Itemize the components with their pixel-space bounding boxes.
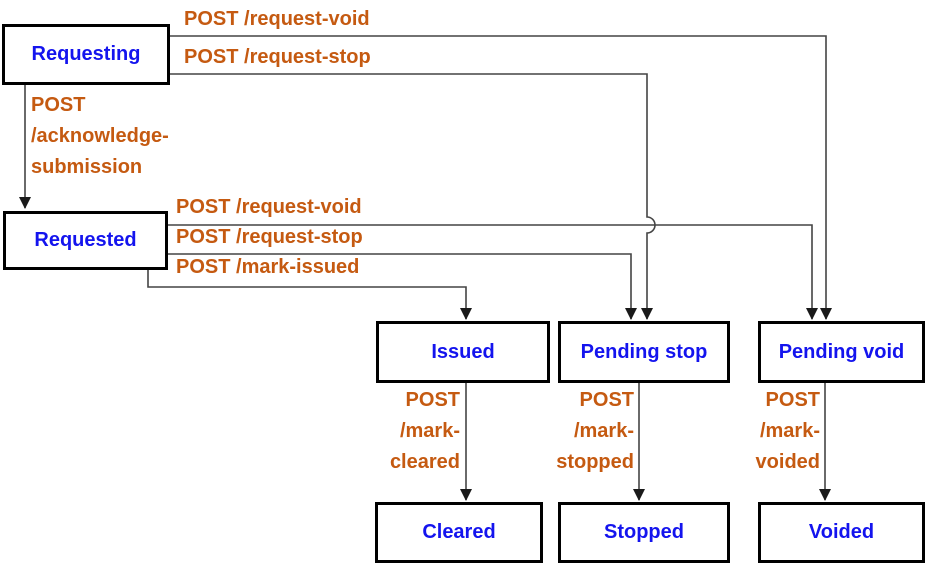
connector-requested-to-issued bbox=[147, 270, 472, 320]
state-label-cleared: Cleared bbox=[422, 521, 496, 543]
transition-label-mark-cleared: POST /mark- cleared bbox=[389, 389, 460, 473]
state-box-stopped: Stopped bbox=[558, 502, 730, 563]
state-label-pending-void: Pending void bbox=[778, 340, 905, 363]
state-label-pending-stop: Pending stop bbox=[580, 340, 708, 363]
state-box-pending-stop: Pending stop bbox=[558, 321, 730, 383]
state-label-requested: Requested bbox=[34, 229, 137, 251]
state-label-issued: Issued bbox=[431, 340, 495, 363]
state-box-cleared: Cleared bbox=[375, 502, 543, 563]
state-box-issued: Issued bbox=[376, 321, 550, 383]
connector-requesting-to-pending-stop bbox=[170, 73, 656, 320]
transition-label-mark-stopped: POST /mark- stopped bbox=[556, 389, 634, 473]
state-box-pending-void: Pending void bbox=[758, 321, 925, 383]
transition-label-mark-issued: POST /mark-issued bbox=[176, 256, 360, 278]
state-label-stopped: Stopped bbox=[604, 521, 684, 543]
transition-label-requested-request-void: POST /request-void bbox=[176, 196, 362, 218]
state-label-voided: Voided bbox=[808, 521, 875, 543]
connector-requesting-to-pending-void bbox=[170, 35, 832, 320]
state-label-requesting: Requesting bbox=[31, 43, 141, 65]
connector-requested-to-pending-void bbox=[168, 224, 818, 320]
state-box-requested: Requested bbox=[3, 211, 168, 270]
transition-label-requesting-request-void: POST /request-void bbox=[184, 8, 370, 30]
transition-label-mark-voided: POST /mark- voided bbox=[755, 389, 820, 473]
state-box-requesting: Requesting bbox=[2, 24, 170, 85]
connector-requested-to-pending-stop bbox=[168, 253, 637, 320]
transition-label-requesting-request-stop: POST /request-stop bbox=[184, 46, 371, 68]
transition-label-acknowledge-submission: POST /acknowledge- submission bbox=[31, 94, 169, 178]
state-box-voided: Voided bbox=[758, 502, 925, 563]
transition-label-requested-request-stop: POST /request-stop bbox=[176, 226, 363, 248]
